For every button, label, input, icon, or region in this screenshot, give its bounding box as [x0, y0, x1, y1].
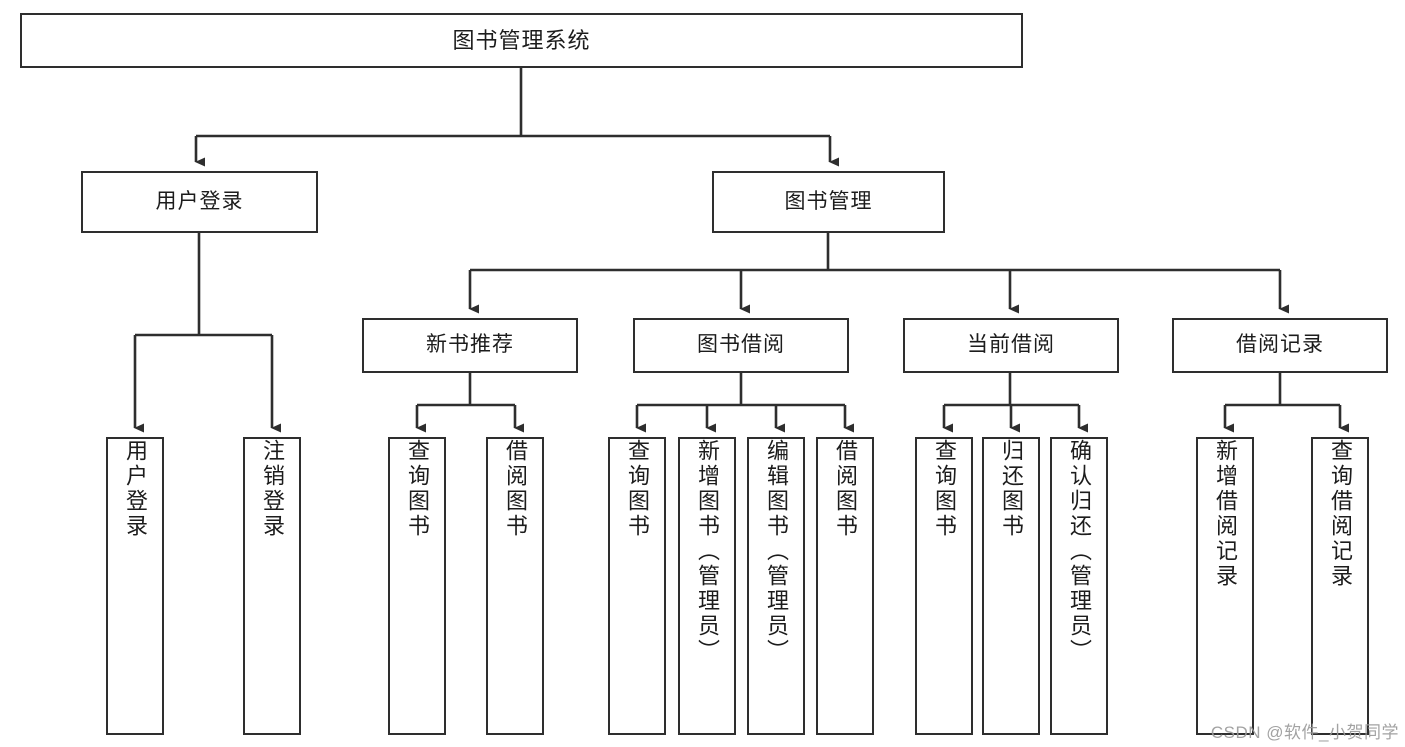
node-leaf-user-logout-label: 注销登录 [260, 439, 285, 539]
node-new-book-recommend-label: 新书推荐 [426, 333, 514, 357]
node-leaf-confirm-return-admin-label: 确认归还（管理员） [1067, 439, 1092, 664]
node-book-manage-label: 图书管理 [784, 189, 873, 213]
node-leaf-add-book-admin[interactable]: 新增图书（管理员） [678, 437, 736, 735]
node-leaf-borrow-book-1-label: 借阅图书 [503, 439, 528, 539]
node-leaf-confirm-return-admin[interactable]: 确认归还（管理员） [1050, 437, 1108, 735]
node-leaf-query-book-3-label: 查询图书 [932, 439, 957, 539]
node-leaf-query-book-2-label: 查询图书 [625, 439, 650, 539]
node-leaf-edit-book-admin[interactable]: 编辑图书（管理员） [747, 437, 805, 735]
node-leaf-return-book[interactable]: 归还图书 [982, 437, 1040, 735]
node-leaf-borrow-book-2[interactable]: 借阅图书 [816, 437, 874, 735]
node-leaf-query-borrow-record-label: 查询借阅记录 [1328, 439, 1353, 589]
node-leaf-add-book-admin-label: 新增图书（管理员） [695, 439, 720, 664]
node-borrow-record-label: 借阅记录 [1236, 333, 1324, 357]
node-leaf-query-book-1[interactable]: 查询图书 [388, 437, 446, 735]
node-book-borrow-label: 图书借阅 [697, 333, 785, 357]
node-user-login[interactable]: 用户登录 [81, 171, 318, 233]
node-leaf-query-book-1-label: 查询图书 [405, 439, 430, 539]
node-book-borrow[interactable]: 图书借阅 [633, 318, 849, 373]
node-leaf-add-borrow-record[interactable]: 新增借阅记录 [1196, 437, 1254, 735]
node-new-book-recommend[interactable]: 新书推荐 [362, 318, 578, 373]
node-root-label: 图书管理系统 [452, 27, 591, 53]
node-leaf-user-login-label: 用户登录 [123, 439, 148, 539]
node-leaf-query-borrow-record[interactable]: 查询借阅记录 [1311, 437, 1369, 735]
node-user-login-label: 用户登录 [155, 189, 244, 213]
node-root[interactable]: 图书管理系统 [20, 13, 1023, 68]
node-leaf-query-book-3[interactable]: 查询图书 [915, 437, 973, 735]
node-borrow-record[interactable]: 借阅记录 [1172, 318, 1388, 373]
node-leaf-user-logout[interactable]: 注销登录 [243, 437, 301, 735]
node-book-manage[interactable]: 图书管理 [712, 171, 945, 233]
node-leaf-return-book-label: 归还图书 [999, 439, 1024, 539]
node-current-borrow-label: 当前借阅 [967, 333, 1055, 357]
node-leaf-add-borrow-record-label: 新增借阅记录 [1213, 439, 1238, 589]
node-leaf-borrow-book-2-label: 借阅图书 [833, 439, 858, 539]
csdn-watermark: CSDN @软件_小贺同学 [1210, 723, 1399, 742]
node-leaf-edit-book-admin-label: 编辑图书（管理员） [764, 439, 789, 664]
node-leaf-user-login[interactable]: 用户登录 [106, 437, 164, 735]
node-leaf-query-book-2[interactable]: 查询图书 [608, 437, 666, 735]
node-leaf-borrow-book-1[interactable]: 借阅图书 [486, 437, 544, 735]
node-current-borrow[interactable]: 当前借阅 [903, 318, 1119, 373]
